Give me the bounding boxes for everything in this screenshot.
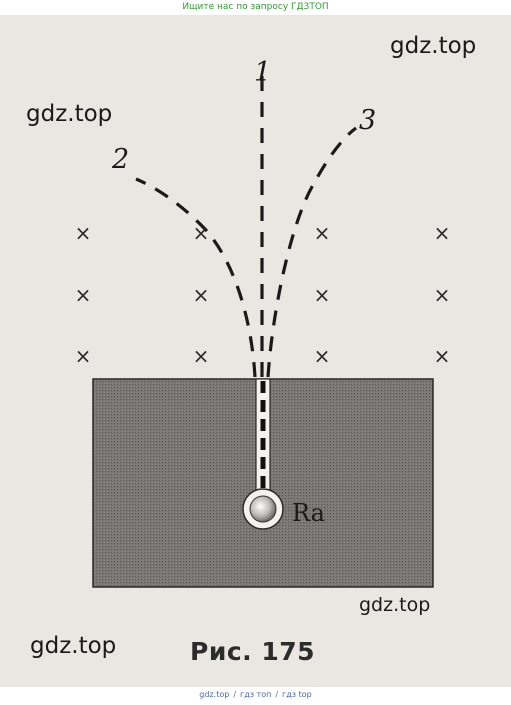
field-cross: × (434, 344, 451, 368)
field-cross: × (434, 221, 451, 245)
figure-area: × × × × × × × × × × × × 1 2 3 Ra Рис. 17… (0, 15, 511, 687)
field-cross: × (314, 344, 331, 368)
diagram-svg: × × × × × × × × × × × × 1 2 3 Ra (75, 57, 451, 588)
field-cross: × (75, 344, 92, 368)
watermark-lower-right: gdz.top (359, 594, 431, 616)
footer-separator: / (275, 690, 279, 699)
ray-label-1: 1 (254, 57, 271, 88)
ray-2 (135, 177, 257, 378)
field-cross: × (193, 283, 210, 307)
footer-link[interactable]: гдз top (282, 690, 312, 699)
figure-caption: Рис. 175 (190, 637, 316, 666)
watermark-lower-left: gdz.top (30, 633, 117, 659)
source-label: Ra (292, 499, 325, 527)
field-cross: × (75, 283, 92, 307)
watermark-top-right: gdz.top (390, 33, 477, 59)
top-banner[interactable]: Ищите нас по запросу ГДЗТОП (182, 2, 329, 12)
footer-link[interactable]: gdz.top (199, 690, 230, 699)
radium-source-ball (249, 495, 277, 523)
field-cross: × (314, 221, 331, 245)
field-cross: × (193, 344, 210, 368)
watermark-upper-left: gdz.top (26, 101, 113, 127)
field-cross: × (75, 221, 92, 245)
field-cross: × (434, 283, 451, 307)
footer-separator: / (233, 690, 237, 699)
footer-link[interactable]: гдз топ (240, 690, 272, 699)
field-cross: × (314, 283, 331, 307)
footer-links: gdz.top/гдз топ/гдз top (0, 688, 511, 702)
ray-label-2: 2 (111, 144, 129, 175)
field-markers: × × × × × × × × × × × × (75, 221, 451, 368)
ray-label-3: 3 (359, 105, 376, 136)
ray-3 (266, 126, 357, 378)
field-cross: × (193, 221, 210, 245)
